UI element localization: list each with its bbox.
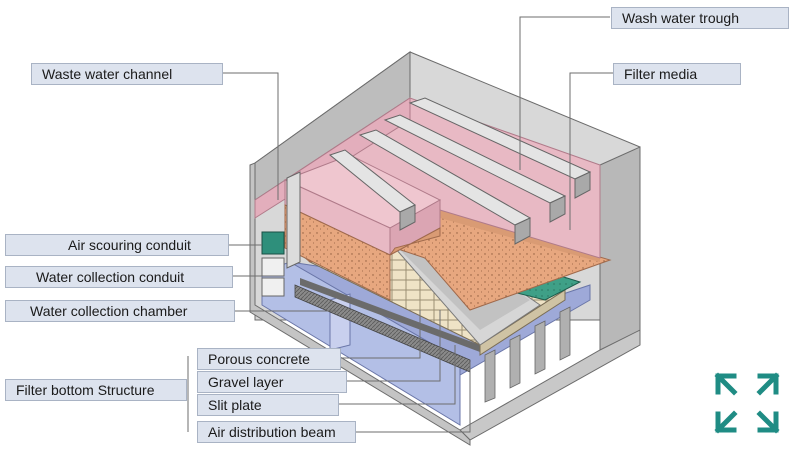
label-filter-bottom-structure: Filter bottom Structure: [5, 379, 187, 401]
label-air-distribution-beam: Air distribution beam: [197, 421, 356, 443]
label-water-collection-conduit: Water collection conduit: [5, 266, 233, 288]
label-wash-water-trough: Wash water trough: [611, 7, 789, 29]
label-porous-concrete: Porous concrete: [197, 348, 341, 370]
leader-lines: [187, 16, 613, 433]
wash-water-troughs: [328, 97, 592, 245]
label-water-collection-chamber: Water collection chamber: [5, 300, 235, 322]
media-box-front: [283, 154, 442, 301]
label-waste-water-channel: Waste water channel: [31, 63, 223, 85]
label-air-scouring-conduit: Air scouring conduit: [5, 234, 229, 256]
expand-icon[interactable]: [712, 370, 782, 436]
label-slit-plate: Slit plate: [197, 394, 339, 416]
label-gravel-layer: Gravel layer: [197, 371, 347, 393]
left-conduits: [261, 171, 301, 297]
label-filter-media: Filter media: [613, 63, 741, 85]
concrete-shell: [249, 162, 641, 446]
